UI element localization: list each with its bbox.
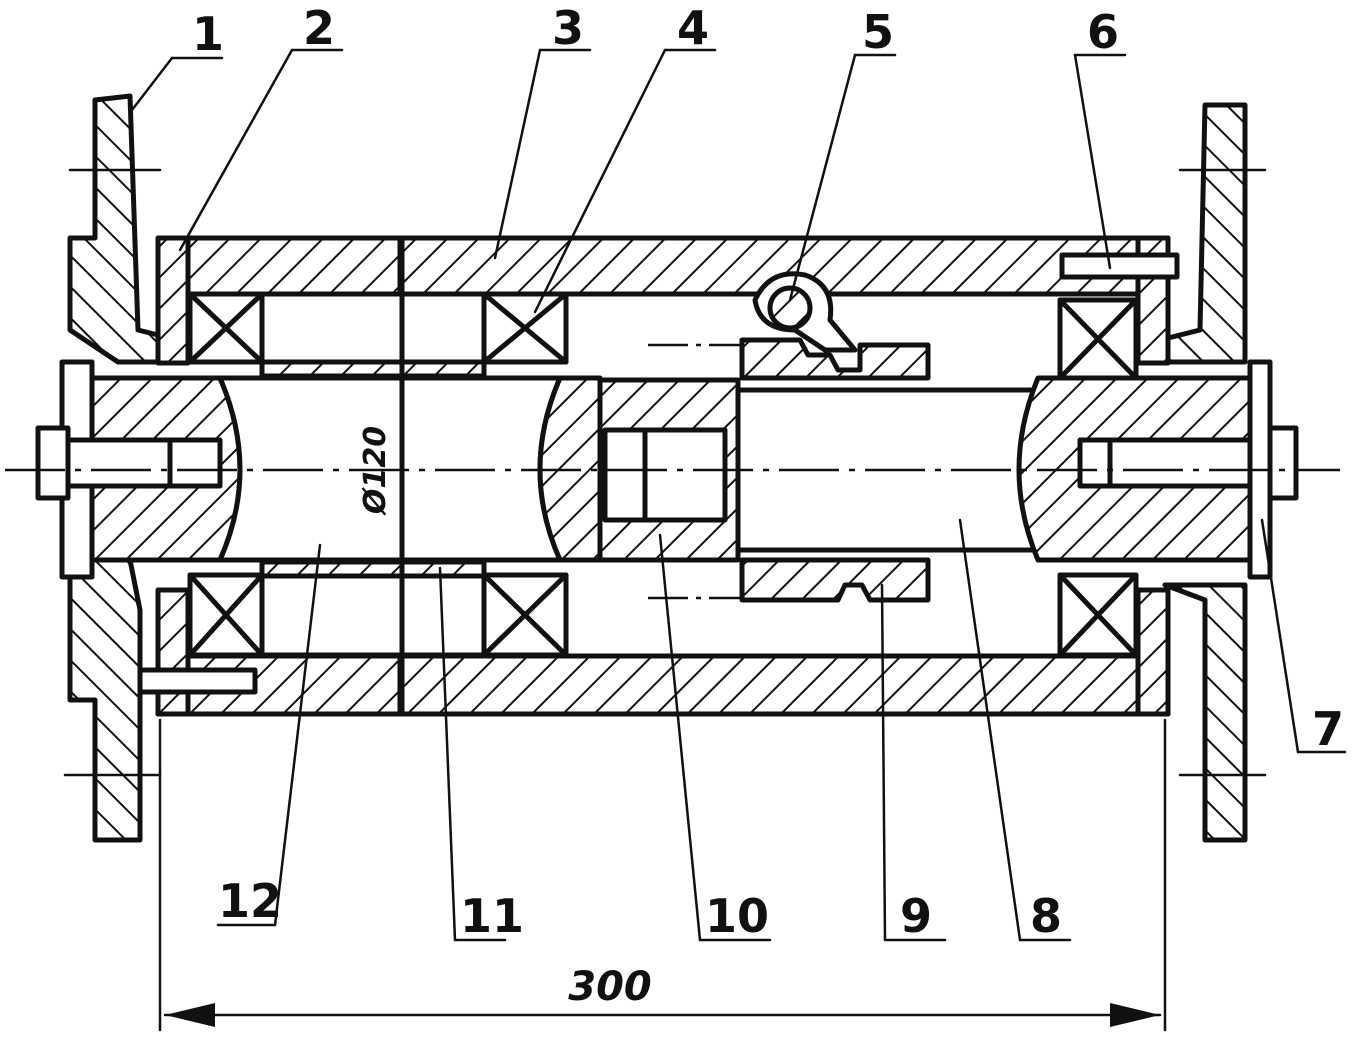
- length-label: 300: [568, 964, 652, 1010]
- bearing-right-top: [1057, 297, 1139, 381]
- leaders: [130, 48, 1347, 942]
- bearing-left-bottom: [187, 572, 265, 658]
- part-label-9: 9: [900, 889, 932, 943]
- bolts: [137, 252, 1180, 695]
- part-label-3: 3: [552, 1, 584, 55]
- pin-bracket: [752, 271, 858, 353]
- part-label-7: 7: [1312, 702, 1344, 756]
- part-label-5: 5: [862, 5, 894, 59]
- part-label-4: 4: [677, 1, 709, 55]
- part-label-1: 1: [192, 7, 224, 61]
- part-label-8: 8: [1030, 889, 1062, 943]
- part-label-6: 6: [1087, 5, 1119, 59]
- length-dimension: 300: [158, 718, 1167, 1032]
- part-label-2: 2: [303, 1, 335, 55]
- bearings: [187, 291, 1139, 658]
- bearing-mid-top: [481, 291, 569, 365]
- diameter-label: Ø120: [358, 426, 393, 516]
- part-label-10: 10: [705, 889, 769, 943]
- spacer-sleeve: [259, 291, 487, 658]
- bearing-right-bottom: [1057, 572, 1139, 658]
- part-label-11: 11: [460, 889, 524, 943]
- left-flange: [63, 93, 181, 843]
- bearing-left-top: [187, 291, 265, 365]
- right-flange: [1157, 102, 1267, 843]
- part-label-12: 12: [218, 874, 282, 928]
- drum-shell: [155, 235, 1171, 717]
- bearing-mid-bottom: [481, 572, 569, 658]
